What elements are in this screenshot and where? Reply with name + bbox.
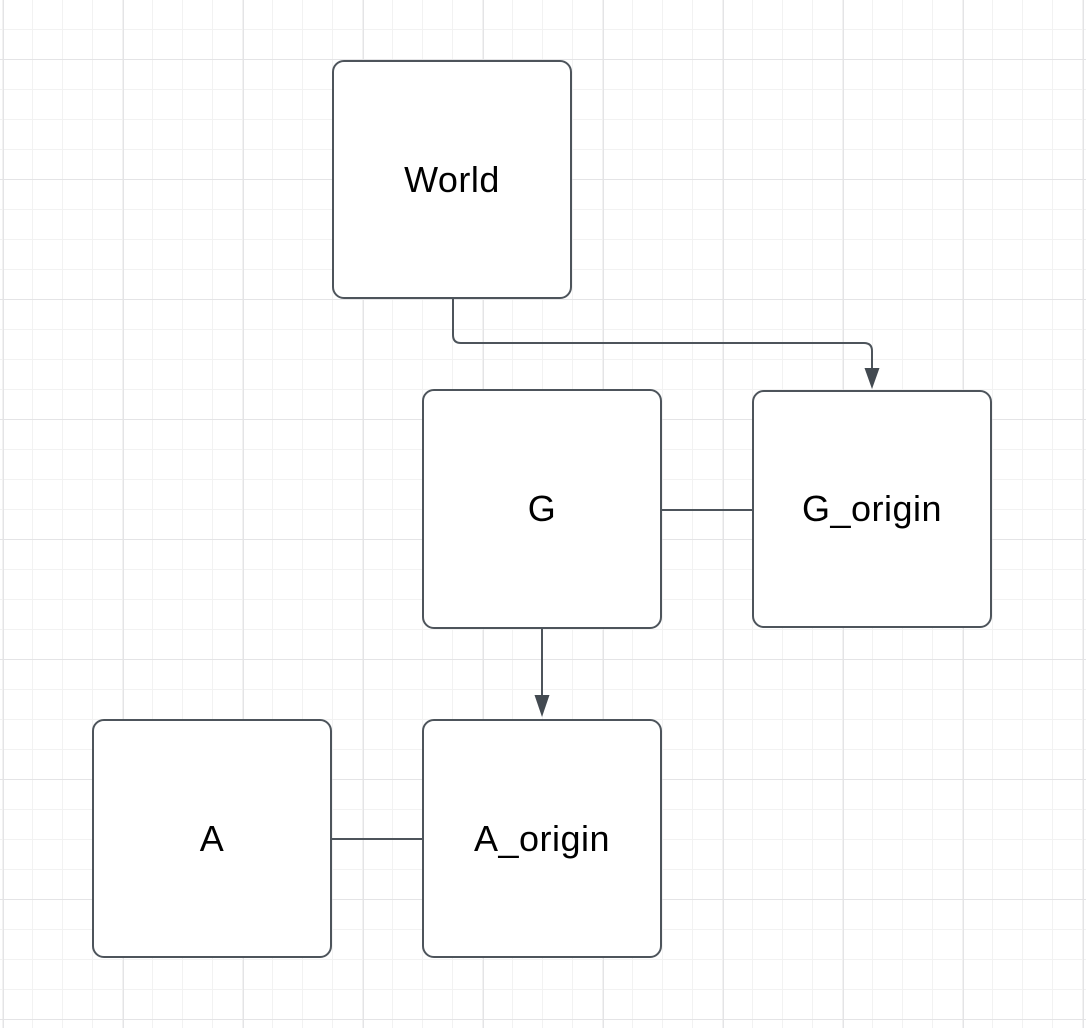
node-g[interactable]: G xyxy=(422,389,662,629)
edge-g-to-aorigin[interactable] xyxy=(534,629,550,717)
arrowhead-icon xyxy=(864,368,880,389)
node-a-origin[interactable]: A_origin xyxy=(422,719,662,958)
node-a[interactable]: A xyxy=(92,719,332,958)
node-world[interactable]: World xyxy=(332,60,572,299)
edge-world-to-gorigin[interactable] xyxy=(452,298,880,389)
node-world-label: World xyxy=(404,158,500,200)
node-g-origin[interactable]: G_origin xyxy=(752,390,992,628)
node-g-label: G xyxy=(527,488,557,529)
node-a-origin-label: A_origin xyxy=(473,817,611,859)
node-a-label: A xyxy=(199,817,225,859)
node-g-origin-label: G_origin xyxy=(801,488,943,529)
arrowhead-icon xyxy=(534,695,550,717)
